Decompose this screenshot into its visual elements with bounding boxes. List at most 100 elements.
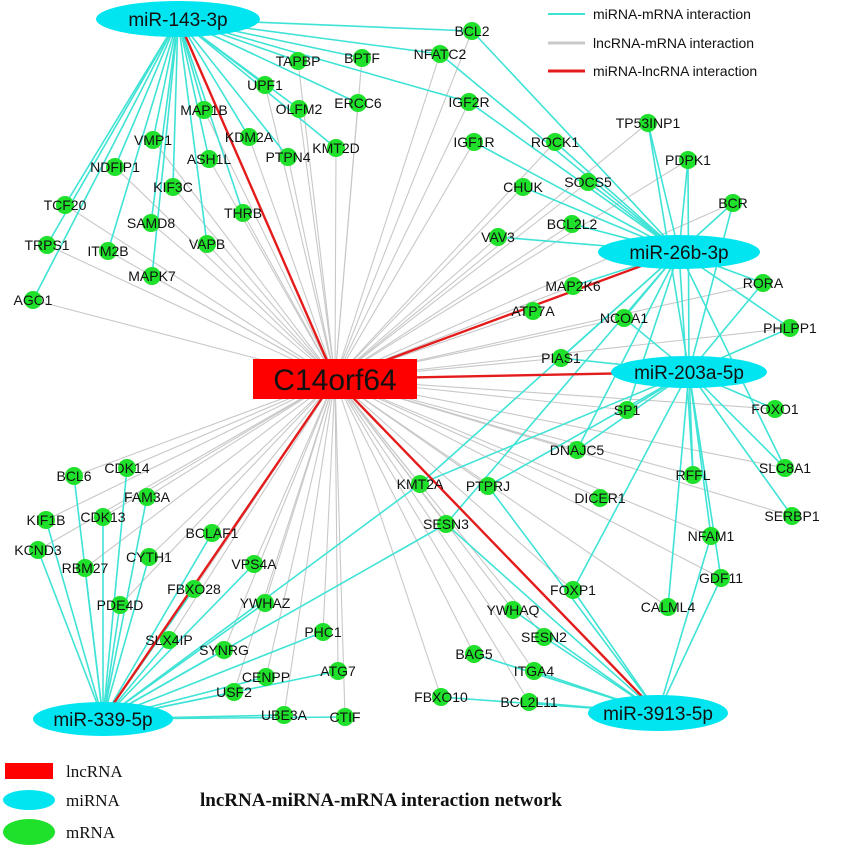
mrna-node-atg7: ATG7 <box>320 662 356 680</box>
mrna-node-slx4ip: SLX4IP <box>145 631 193 649</box>
edge-mir-339-5p-pde4d <box>102 604 121 720</box>
mrna-node-label: ERCC6 <box>334 95 382 111</box>
mrna-node-circle <box>138 488 156 506</box>
edge-mir-339-5p-bclaf1 <box>102 532 213 720</box>
edge-c14orf64-mir-143-3p <box>176 18 337 380</box>
mrna-node-cyth1: CYTH1 <box>126 548 172 566</box>
mrna-node-label: VAPB <box>189 236 225 252</box>
mrna-node-fbxo28: FBXO28 <box>167 580 221 598</box>
mrna-node-ago1: AGO1 <box>14 291 53 309</box>
mirna-node-mir-26b-3p: miR-26b-3p <box>598 235 760 269</box>
mrna-node-circle <box>712 569 730 587</box>
mrna-node-label: PTPN4 <box>265 149 310 165</box>
edge-c14orf64-ube3a <box>283 378 336 716</box>
edge-c14orf64-igf1r <box>334 141 475 380</box>
mrna-node-mapk7: MAPK7 <box>128 267 176 285</box>
edge-mir-143-3p-vapb <box>177 18 208 245</box>
edge-mir-339-5p-vps4a <box>102 563 255 720</box>
mirna-node-ellipse <box>588 695 728 731</box>
edge-c14orf64-vmp1 <box>152 139 336 380</box>
edge-c14orf64-rock1 <box>334 141 556 380</box>
mrna-node-synrg: SYNRG <box>199 641 249 659</box>
mrna-node-label: BCR <box>718 195 748 211</box>
mrna-node-kif3c: KIF3C <box>153 178 193 196</box>
edge-c14orf64-itga4 <box>334 378 535 672</box>
mrna-node-circle <box>38 236 56 254</box>
mrna-node-label: BAG5 <box>455 646 493 662</box>
mrna-node-cdk14: CDK14 <box>104 459 150 477</box>
mrna-node-label: TAPBP <box>276 53 321 69</box>
edge-mir-26b-3p-kmt2a <box>419 251 680 485</box>
mrna-node-thrb: THRB <box>224 204 262 222</box>
mrna-node-label: SP1 <box>614 402 641 418</box>
mirna-node-mir-3913-5p: miR-3913-5p <box>588 695 728 731</box>
mrna-node-label: FOXP1 <box>550 582 596 598</box>
edge-mir-339-5p-kcnd3 <box>37 549 104 720</box>
mrna-node-label: ITM2B <box>87 243 128 259</box>
edge-c14orf64-mir-339-5p <box>102 378 336 720</box>
mrna-node-circle <box>142 214 160 232</box>
mrna-node-circle <box>781 319 799 337</box>
mrna-node-label: CALML4 <box>641 599 696 615</box>
mrna-node-gdf11: GDF11 <box>699 569 743 587</box>
edge-c14orf64-vapb <box>206 243 336 380</box>
edge-mir-339-5p-phc1 <box>102 631 324 720</box>
edge-c14orf64-cyth1 <box>148 378 336 558</box>
mrna-node-label: BCL2L2 <box>547 216 598 232</box>
mrna-node-label: NCOA1 <box>600 310 648 326</box>
mrna-node-label: FOXO1 <box>751 401 799 417</box>
mrna-node-rora: RORA <box>743 274 784 292</box>
mrna-node-label: SAMD8 <box>127 215 175 231</box>
lncrna-mrna-edges <box>32 30 793 718</box>
mrna-node-ywhaz: YWHAZ <box>240 594 291 612</box>
mrna-node-bcl2l2: BCL2L2 <box>547 215 598 233</box>
mrna-node-circle <box>564 277 582 295</box>
mrna-node-map2k6: MAP2K6 <box>545 277 601 295</box>
edge-mir-203a-5p-bcr <box>688 202 734 373</box>
mrna-node-foxp1: FOXP1 <box>550 581 596 599</box>
node-legend: lncRNA miRNA mRNA <box>3 762 123 845</box>
mrna-node-label: TRPS1 <box>24 237 69 253</box>
mrna-node-trps1: TRPS1 <box>24 236 70 254</box>
mrna-node-circle <box>37 511 55 529</box>
mrna-node-label: ASH1L <box>187 151 232 167</box>
mrna-node-circle <box>766 400 784 418</box>
mrna-node-circle <box>489 228 507 246</box>
mirna-node-label: miR-339-5p <box>53 710 152 731</box>
mrna-node-circle <box>563 215 581 233</box>
edge-mir-26b-3p-bcl2 <box>471 30 680 253</box>
mrna-node-olfm2: OLFM2 <box>276 100 323 118</box>
edge-mir-339-5p-sesn3 <box>102 523 447 720</box>
mrna-node-upf1: UPF1 <box>247 76 283 94</box>
mrna-node-label: TP53INP1 <box>616 115 681 131</box>
edge-c14orf64-tp53inp1 <box>334 122 649 380</box>
edge-mir-339-5p-rbm27 <box>84 567 104 720</box>
edge-c14orf64-nfam1 <box>334 378 712 537</box>
mrna-node-circle <box>724 194 742 212</box>
mrna-node-circle <box>327 139 345 157</box>
mirna-node-mir-143-3p: miR-143-3p <box>96 1 260 37</box>
mrna-node-circle <box>94 508 112 526</box>
mrna-node-circle <box>256 594 274 612</box>
edge-c14orf64-chuk <box>334 186 524 380</box>
mrna-node-circle <box>240 128 258 146</box>
mrna-node-map1b: MAP1B <box>180 101 228 119</box>
edge-c14orf64-nfatc2 <box>334 53 441 380</box>
mrna-node-label: RFFL <box>676 467 711 483</box>
mrna-node-circle <box>65 467 83 485</box>
edge-mir-203a-5p-serbp1 <box>688 371 793 517</box>
mrna-node-igf2r: IGF2R <box>448 93 490 111</box>
mrna-node-label: BCLAF1 <box>186 525 239 541</box>
mrna-node-nfatc2: NFATC2 <box>414 45 467 63</box>
mirna-node-label: miR-203a-5p <box>634 363 744 384</box>
edge-c14orf64-bclaf1 <box>211 378 336 534</box>
mrna-node-circle <box>225 683 243 701</box>
mrna-node-label: PIAS1 <box>541 350 581 366</box>
mirna-node-label: miR-3913-5p <box>603 704 713 725</box>
legend-lncrna-mrna-label: lncRNA-mRNA interaction <box>593 35 754 51</box>
mrna-node-label: CYTH1 <box>126 549 172 565</box>
mrna-node-vav3: VAV3 <box>481 228 515 246</box>
mrna-node-circle <box>76 559 94 577</box>
mrna-node-circle <box>524 302 542 320</box>
